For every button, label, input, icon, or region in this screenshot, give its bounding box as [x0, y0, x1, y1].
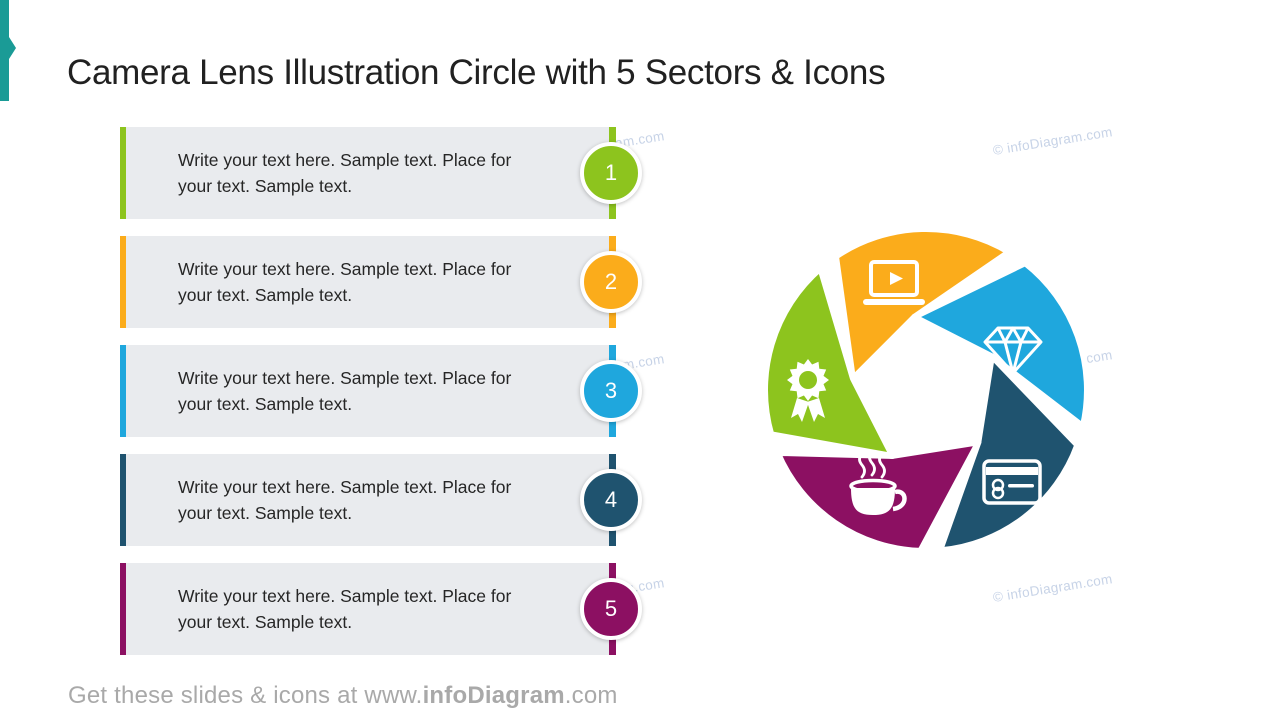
- number-badge: 3: [580, 360, 642, 422]
- watermark: © infoDiagram.com: [991, 124, 1114, 158]
- text-list: Write your text here. Sample text. Place…: [120, 127, 642, 672]
- sample-text: Write your text here. Sample text. Place…: [178, 586, 512, 632]
- video-laptop-icon: [863, 260, 925, 305]
- footer-suffix: .com: [564, 682, 618, 709]
- footer-text: Get these slides & icons at www.: [68, 682, 423, 709]
- text-box: Write your text here. Sample text. Place…: [120, 236, 609, 328]
- list-item-3: Write your text here. Sample text. Place…: [120, 345, 642, 437]
- award-ribbon-icon: [787, 359, 829, 422]
- sample-text: Write your text here. Sample text. Place…: [178, 477, 512, 523]
- text-box: Write your text here. Sample text. Place…: [120, 127, 609, 219]
- watermark: © infoDiagram.com: [991, 571, 1114, 605]
- coffee-cup-icon: [849, 450, 907, 515]
- accent-chevron-icon: [9, 37, 16, 59]
- list-item-4: Write your text here. Sample text. Place…: [120, 454, 642, 546]
- number-badge: 2: [580, 251, 642, 313]
- text-box: Write your text here. Sample text. Place…: [120, 345, 609, 437]
- list-item-5: Write your text here. Sample text. Place…: [120, 563, 642, 655]
- diamond-icon: [983, 326, 1043, 375]
- text-box: Write your text here. Sample text. Place…: [120, 563, 609, 655]
- credit-card-icon: [982, 459, 1042, 505]
- list-item-2: Write your text here. Sample text. Place…: [120, 236, 642, 328]
- aperture-sector-3: [937, 353, 1081, 554]
- text-box: Write your text here. Sample text. Place…: [120, 454, 609, 546]
- accent-bar: [0, 0, 9, 101]
- aperture-sector-2: [911, 260, 1090, 430]
- sample-text: Write your text here. Sample text. Place…: [178, 150, 512, 196]
- page-title: Camera Lens Illustration Circle with 5 S…: [67, 53, 886, 93]
- sample-text: Write your text here. Sample text. Place…: [178, 368, 512, 414]
- sample-text: Write your text here. Sample text. Place…: [178, 259, 512, 305]
- number-badge: 4: [580, 469, 642, 531]
- footer-brand: infoDiagram: [422, 682, 565, 709]
- camera-aperture-diagram: [762, 226, 1090, 554]
- number-badge: 1: [580, 142, 642, 204]
- footer: Get these slides & icons at www.infoDiag…: [68, 682, 618, 710]
- number-badge: 5: [580, 578, 642, 640]
- list-item-1: Write your text here. Sample text. Place…: [120, 127, 642, 219]
